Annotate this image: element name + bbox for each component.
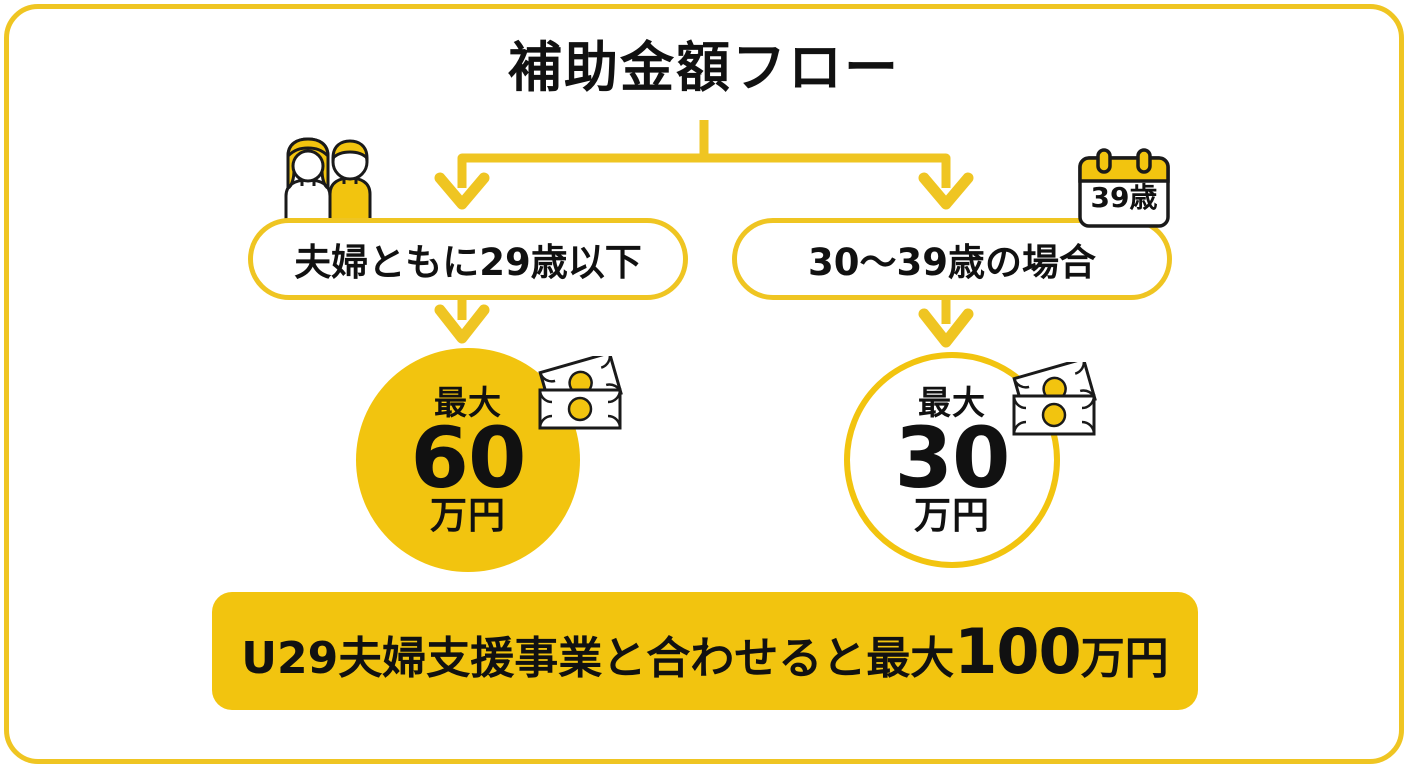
condition-pill-left[interactable]: 夫婦ともに29歳以下 bbox=[248, 218, 688, 300]
condition-label-left: 夫婦ともに29歳以下 bbox=[294, 241, 642, 284]
banknote-icon-right bbox=[1012, 362, 1097, 436]
amount-value-right: 30 bbox=[894, 408, 1011, 507]
condition-pill-right[interactable]: 30〜39歳の場合 bbox=[732, 218, 1172, 300]
page-title: 補助金額フロー bbox=[508, 36, 900, 99]
banner-highlight-number: 100 bbox=[954, 614, 1081, 688]
amount-prefix-right: 最大 bbox=[918, 382, 986, 422]
condition-label-right: 30〜39歳の場合 bbox=[808, 241, 1096, 284]
calendar-age-label: 39歳 bbox=[1090, 181, 1158, 214]
amount-value-left: 60 bbox=[410, 408, 527, 507]
amount-prefix-left: 最大 bbox=[434, 382, 502, 422]
couple-icon bbox=[284, 137, 372, 228]
amount-circle-right: 最大 30 万円 bbox=[844, 352, 1060, 568]
banner-text-after: 万円 bbox=[1080, 632, 1169, 684]
banner-text-before: U29夫婦支援事業と合わせると最大 bbox=[241, 632, 955, 684]
calendar-icon: 39歳 bbox=[1072, 148, 1176, 230]
amount-unit-left: 万円 bbox=[430, 494, 506, 538]
banknote-icon-left bbox=[538, 356, 623, 430]
amount-unit-right: 万円 bbox=[914, 494, 990, 538]
